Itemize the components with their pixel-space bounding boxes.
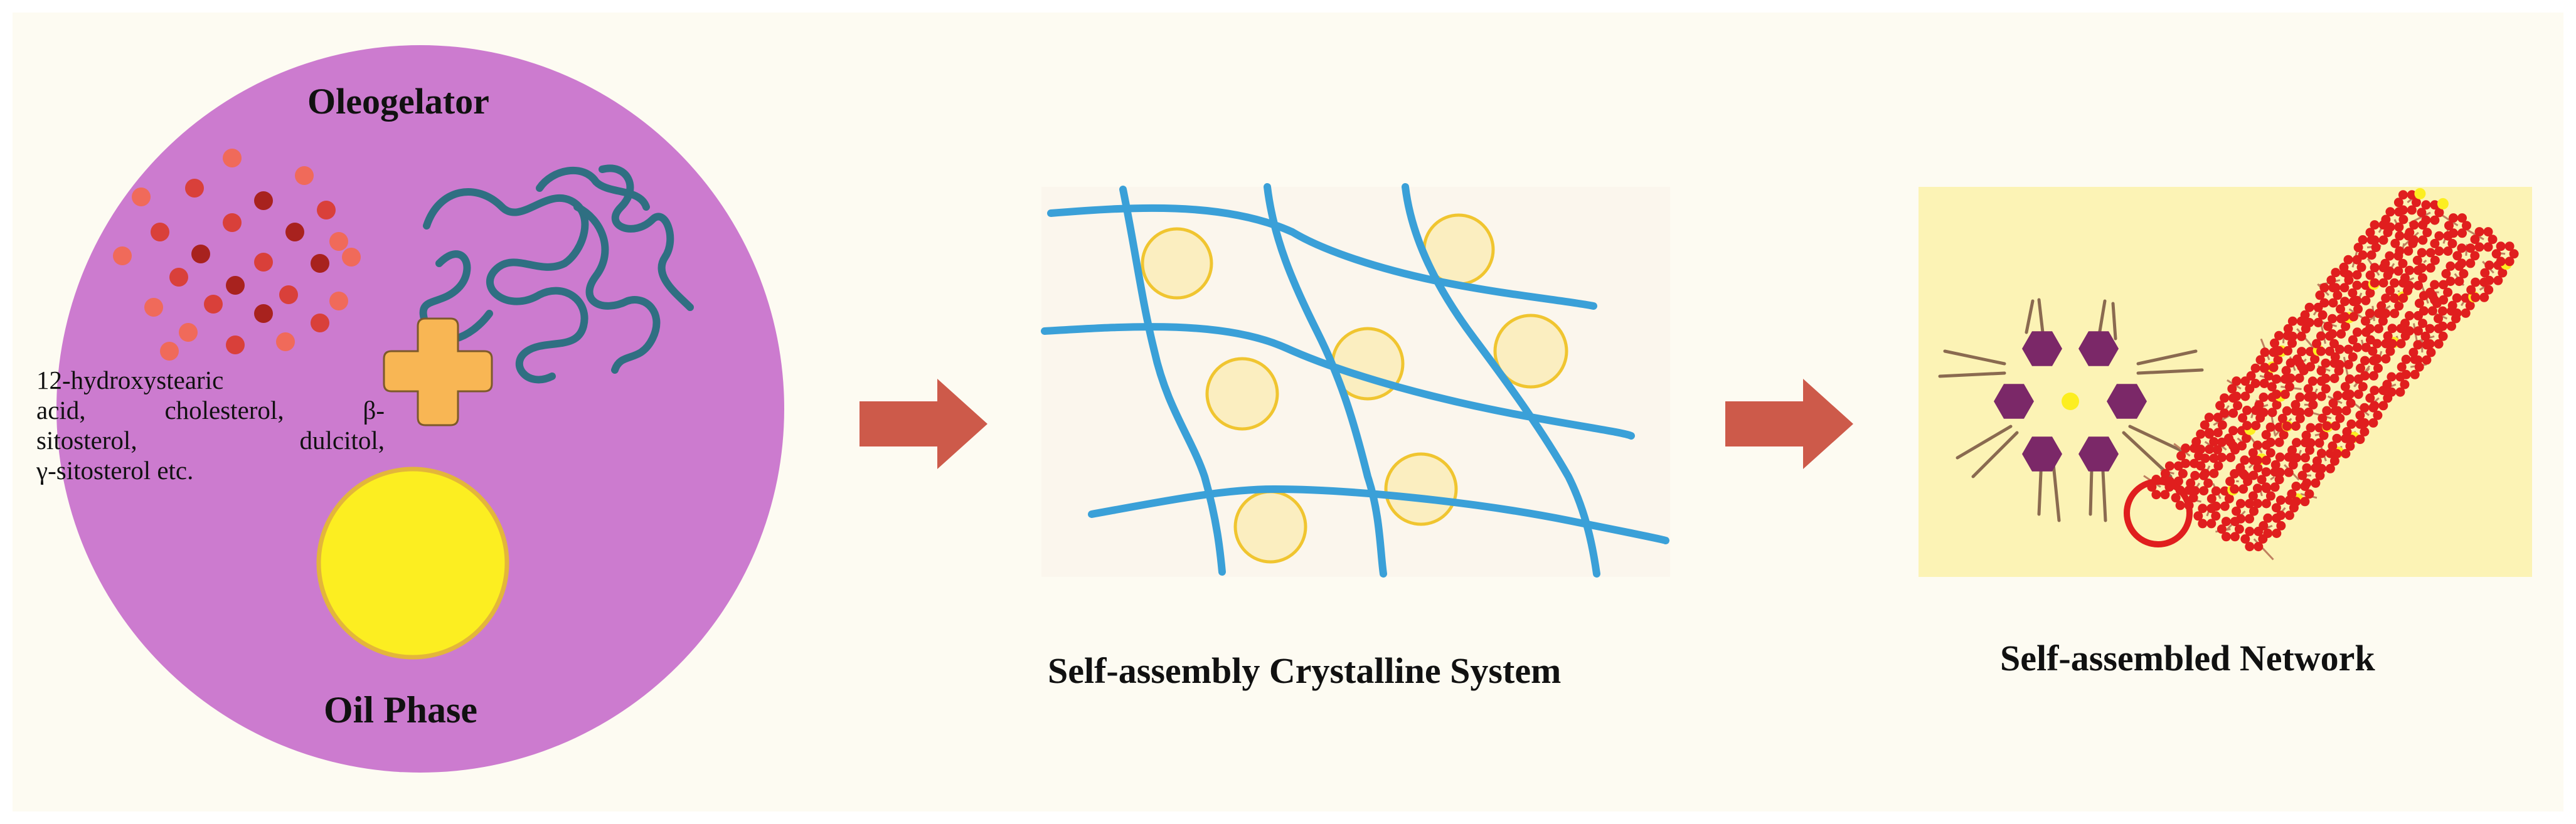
molecule-dot: [191, 245, 210, 263]
molecule-dot: [254, 253, 273, 272]
hexagon-unit: [2107, 384, 2147, 419]
network-unit: [2405, 220, 2432, 245]
molecule-dot: [223, 149, 242, 167]
molecule-dot: [311, 314, 329, 332]
crystal-fibers: [1041, 183, 1669, 578]
molecule-dot: [179, 323, 198, 342]
network-unit: [2232, 499, 2259, 524]
crystalline-system-caption: Self-assembly Crystalline System: [1048, 650, 1562, 691]
molecule-dots: [113, 149, 361, 361]
molecule-dot: [342, 248, 361, 267]
molecule-dot: [151, 223, 169, 241]
network-caption: Self-assembled Network: [2000, 638, 2375, 679]
network-unit: [2393, 188, 2426, 215]
hexagon-unit: [1994, 384, 2034, 419]
network-unit: [2444, 213, 2471, 238]
network-unit: [2491, 241, 2519, 267]
molecule-dot: [132, 188, 151, 206]
molecule-dot: [226, 335, 245, 354]
molecule-dot: [329, 292, 348, 310]
network-unit: [2315, 283, 2343, 308]
molecule-dot: [169, 268, 188, 287]
network-unit: [2452, 243, 2480, 268]
network-unit: [2360, 309, 2388, 334]
network-unit: [2328, 391, 2356, 416]
molecule-dot: [285, 223, 304, 241]
crystal-droplets: [1141, 213, 1568, 564]
network-unit: [2323, 312, 2355, 339]
hexagon-cluster: [1938, 298, 2204, 522]
molecule-dot: [279, 285, 298, 304]
network-unit: [2330, 344, 2358, 369]
hexagon-unit: [2022, 331, 2062, 366]
network-unit: [2248, 483, 2275, 509]
network-unit: [2430, 231, 2457, 256]
oleogelator-title: Oleogelator: [307, 81, 489, 122]
network-unit: [2259, 513, 2286, 538]
examples-line: acid, cholesterol, β-: [36, 396, 385, 425]
molecule-dot: [295, 166, 314, 185]
plus-icon: [383, 317, 493, 426]
molecule-dot: [254, 191, 273, 210]
polymer-strands: [419, 164, 694, 386]
network-loop: [2124, 478, 2193, 547]
molecule-dot: [329, 232, 348, 251]
network-unit: [2441, 261, 2469, 287]
network-unit: [2283, 316, 2311, 341]
molecule-dot: [144, 298, 163, 317]
network-unit: [2267, 374, 2294, 399]
hexagon-unit: [2078, 436, 2119, 472]
molecule-dot: [185, 179, 204, 198]
network-unit: [2420, 324, 2448, 349]
network-unit: [2340, 374, 2368, 399]
network-unit: [2270, 330, 2297, 356]
network-unit: [2270, 452, 2298, 477]
network-unit: [2336, 297, 2363, 322]
hexagon-unit: [2078, 331, 2119, 366]
molecule-dot: [160, 342, 179, 361]
network-unit: [2193, 504, 2221, 529]
molecule-dot: [276, 332, 295, 351]
examples-line: sitosterol, dulcitol,: [36, 426, 385, 455]
network-unit: [2217, 517, 2244, 542]
crystal-network: [2143, 188, 2519, 561]
network-unit: [2400, 311, 2427, 336]
oil-phase-title: Oil Phase: [324, 689, 478, 731]
molecule-dot: [223, 213, 242, 232]
examples-line: γ-sitosterol etc.: [36, 456, 194, 485]
network-unit: [2417, 198, 2449, 225]
molecule-dot: [254, 304, 273, 323]
network-unit: [2470, 227, 2498, 252]
oleogelator-examples: 12-hydroxystearic acid, cholesterol, β- …: [36, 365, 385, 485]
oil-droplet: [316, 467, 509, 660]
molecule-dot: [204, 295, 223, 314]
molecule-dot: [311, 254, 329, 273]
network-unit: [2316, 358, 2344, 383]
network-unit: [2291, 392, 2318, 417]
molecule-dot: [226, 276, 245, 295]
network-unit: [2412, 248, 2440, 273]
network-unit: [2425, 280, 2453, 305]
network-unit: [2196, 453, 2223, 478]
arrow-right-icon: [860, 379, 987, 469]
hexagon-unit: [2022, 436, 2062, 472]
examples-line: 12-hydroxystearic: [36, 366, 224, 394]
molecule-dot: [113, 246, 132, 265]
network-unit: [2287, 438, 2314, 463]
network-unit: [2353, 235, 2381, 260]
arrow-right-icon: [1725, 379, 1853, 469]
network-unit: [2339, 255, 2366, 280]
network-unit: [2200, 413, 2227, 438]
network-unit: [2227, 376, 2255, 401]
molecule-dot: [317, 201, 336, 219]
